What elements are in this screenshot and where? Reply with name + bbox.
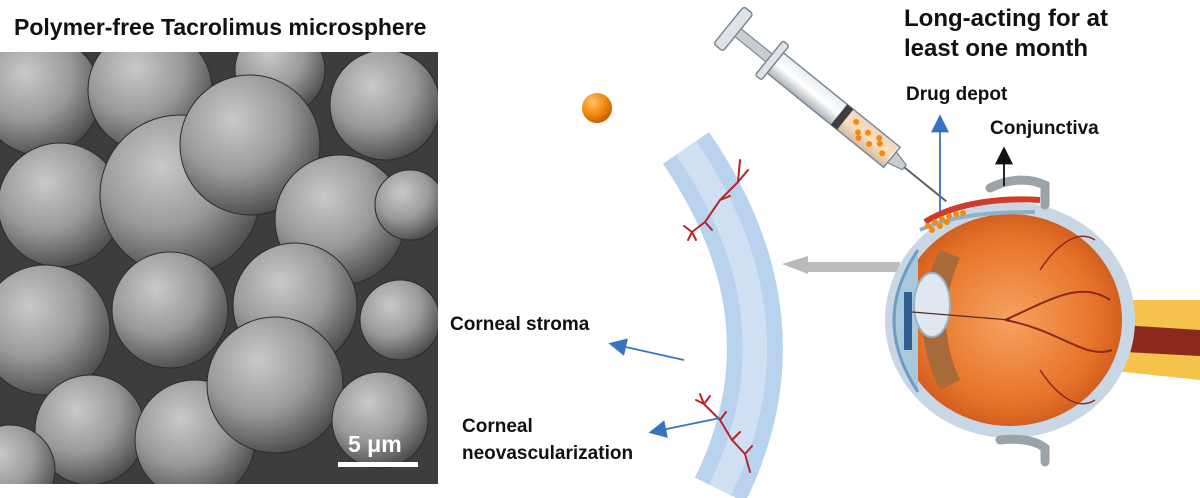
microsphere-icon — [582, 93, 612, 123]
drug-depot-label: Drug depot — [906, 84, 1008, 105]
long-acting-line-2: least one month — [904, 35, 1089, 62]
eye-illustration — [885, 196, 1200, 438]
long-acting-line-1: Long-acting for at — [904, 5, 1108, 32]
sem-title: Polymer-free Tacrolimus microsphere — [14, 14, 427, 40]
microsphere-particle — [0, 424, 56, 484]
cornea-section — [662, 132, 783, 498]
microsphere-particle — [329, 52, 438, 161]
scale-bar-label: 5 μm — [348, 431, 402, 457]
blood-vessel-lower — [695, 393, 753, 473]
microsphere-particle — [331, 371, 429, 469]
microsphere-particle — [206, 316, 344, 454]
arrow-corneal-stroma — [608, 338, 685, 361]
microsphere-particle — [179, 74, 321, 216]
long-acting-label: Long-acting for at least one month — [904, 4, 1108, 64]
magnify-arrow-shaft — [808, 262, 900, 272]
eyelids — [985, 175, 1050, 467]
syringe-icon — [714, 6, 947, 203]
corneal-neovascularization-label-line-2: neovascularization — [462, 443, 634, 464]
microsphere-particle — [0, 264, 111, 396]
microsphere-particle — [374, 169, 438, 241]
corneal-stroma-label: Corneal stroma — [450, 314, 590, 335]
microsphere-particle — [359, 279, 438, 361]
corneal-neovascularization-label-line-1: Corneal — [462, 416, 533, 437]
blood-vessel-upper — [683, 159, 749, 241]
arrow-neovascularization — [648, 417, 721, 438]
scale-bar — [338, 462, 418, 467]
magnify-arrow — [782, 256, 900, 274]
drug-depot-particles — [925, 210, 966, 233]
conjunctiva-label: Conjunctiva — [990, 118, 1099, 139]
microsphere-particle — [111, 251, 229, 369]
sem-micrograph — [0, 52, 438, 484]
